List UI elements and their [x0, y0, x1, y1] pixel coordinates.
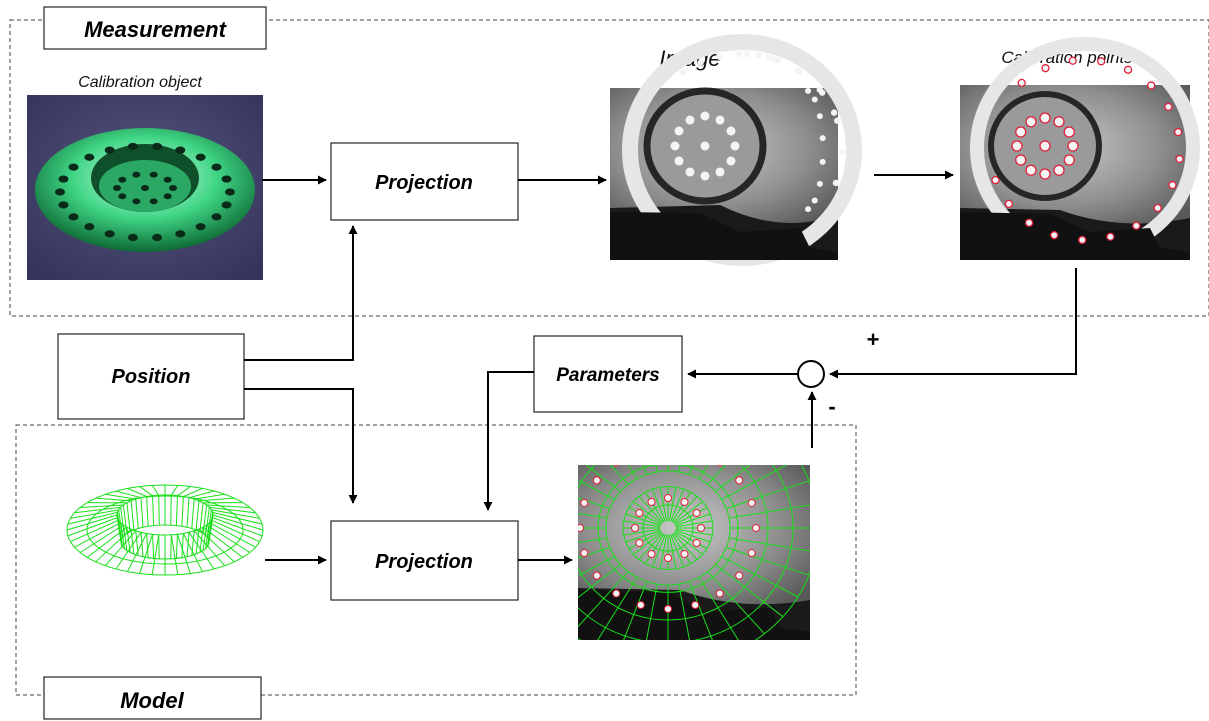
calibration-object-caption: Calibration object: [78, 74, 202, 91]
measurement-label-box: Measurement: [43, 6, 267, 50]
arrows: [244, 170, 1077, 565]
calibration-object-photo: [27, 95, 263, 280]
parameters-label: Parameters: [556, 365, 660, 386]
projection-box-bottom: Projection: [330, 520, 519, 601]
arrow-points-to-node: [829, 268, 1077, 379]
measurement-label: Measurement: [84, 17, 228, 42]
projection-bottom-label: Projection: [375, 551, 473, 573]
minus-sign: -: [828, 394, 835, 419]
projection-box-top: Projection: [330, 142, 519, 221]
arrow-parameters-to-bottom-projection: [483, 371, 534, 511]
grayscale-image: [610, 34, 862, 266]
position-label: Position: [112, 366, 191, 388]
summing-node: + -: [797, 327, 880, 419]
wireframe-model: [66, 484, 264, 576]
model-group-frame: [15, 424, 857, 696]
calibration-points-image: [960, 37, 1200, 260]
model-label: Model: [120, 688, 184, 713]
measurement-group-frame: [9, 19, 1209, 317]
position-box: Position: [57, 333, 245, 420]
plus-sign: +: [867, 327, 880, 352]
projection-top-label: Projection: [375, 172, 473, 194]
overlay-projection-image: [578, 465, 810, 640]
arrow-position-to-top-projection: [244, 225, 358, 361]
parameters-box: Parameters: [533, 335, 683, 413]
model-label-box: Model: [43, 676, 262, 720]
arrow-position-to-bottom-projection: [244, 388, 358, 504]
